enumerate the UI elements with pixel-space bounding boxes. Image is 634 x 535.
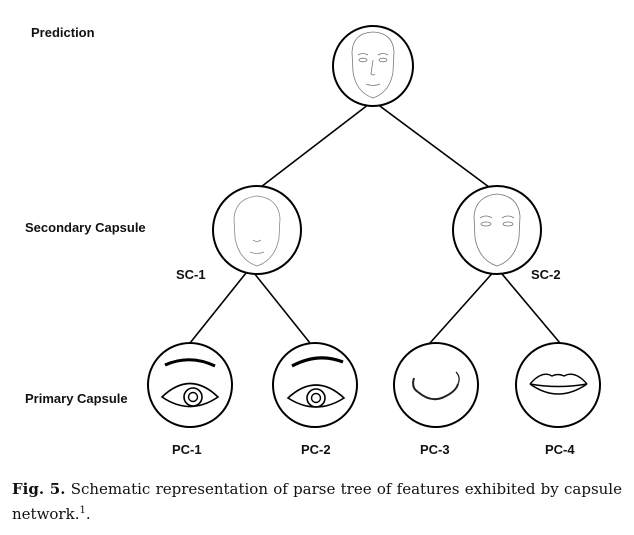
pc3-node xyxy=(393,342,479,428)
pc1-label: PC-1 xyxy=(172,442,202,457)
parse-tree-diagram xyxy=(147,25,601,428)
footnote-mark: 1 xyxy=(79,505,86,516)
sc1-label: SC-1 xyxy=(176,267,206,282)
pc3-label: PC-3 xyxy=(420,442,450,457)
sc1-node xyxy=(212,185,302,275)
face-with-eyes-icon xyxy=(473,193,521,267)
edge-prediction-sc1 xyxy=(256,100,374,191)
edge-prediction-sc2 xyxy=(372,100,494,191)
prediction-node xyxy=(332,25,414,107)
eye-icon xyxy=(286,356,346,408)
sc2-label: SC-2 xyxy=(531,267,561,282)
edge-sc1-pc2 xyxy=(249,267,311,344)
secondary-capsule-level-label: Secondary Capsule xyxy=(25,220,146,235)
prediction-level-label: Prediction xyxy=(31,25,95,40)
pc4-label: PC-4 xyxy=(545,442,575,457)
caption-text: Schematic representation of parse tree o… xyxy=(12,480,622,523)
figure-caption: Fig. 5. Schematic representation of pars… xyxy=(12,478,622,525)
sc2-node xyxy=(452,185,542,275)
nose-icon xyxy=(412,371,460,401)
pc1-node xyxy=(147,342,233,428)
lips-icon xyxy=(529,373,588,395)
primary-capsule-level-label: Primary Capsule xyxy=(25,391,128,406)
edge-sc2-pc4 xyxy=(496,267,561,344)
eye-icon xyxy=(160,358,220,408)
pc2-node xyxy=(272,342,358,428)
full-face-icon xyxy=(351,31,395,99)
edge-sc2-pc3 xyxy=(429,267,498,344)
edge-sc1-pc1 xyxy=(189,267,251,344)
pc2-label: PC-2 xyxy=(301,442,331,457)
figure-label: Fig. 5. xyxy=(12,480,66,498)
pc4-node xyxy=(515,342,601,428)
face-outline-icon xyxy=(233,195,281,267)
caption-end: . xyxy=(85,505,91,523)
tree-edges xyxy=(189,100,561,344)
